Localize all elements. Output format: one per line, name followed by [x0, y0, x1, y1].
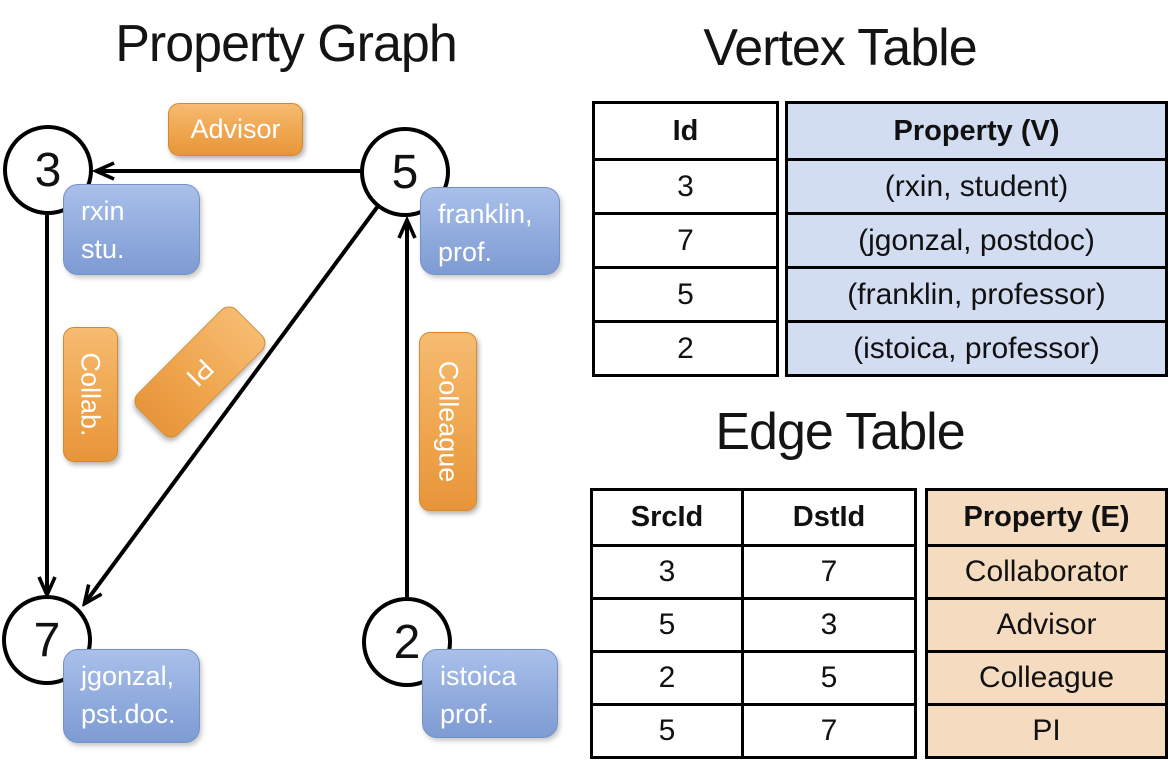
table-cell: 7 — [741, 703, 914, 756]
table-cell: 5 — [741, 650, 914, 703]
edge-table-property-column: Property (E) Collaborator Advisor Collea… — [925, 488, 1168, 759]
vertex-prop-2-line2: prof. — [440, 699, 495, 729]
edge-label-advisor-text: Advisor — [190, 114, 281, 144]
vertex-prop-box-7: jgonzal, pst.doc. — [63, 649, 200, 743]
node-5-label: 5 — [391, 145, 419, 199]
edge-label-pi-text: PI — [180, 352, 220, 392]
graph-node-5: 5 — [360, 127, 450, 217]
vertex-prop-3-line1: rxin — [81, 196, 125, 226]
vertex-prop-box-2: istoica prof. — [422, 649, 558, 738]
vertex-prop-5-line1: franklin, — [438, 199, 533, 229]
graph-edges-layer — [0, 0, 585, 760]
graph-node-2: 2 — [362, 597, 452, 687]
vertex-prop-7-line1: jgonzal, — [81, 661, 175, 691]
vertex-table-property-header: Property (V) — [788, 104, 1165, 158]
table-cell: 5 — [593, 597, 741, 650]
table-cell: 7 — [595, 212, 776, 266]
table-cell: (rxin, student) — [788, 158, 1165, 212]
table-cell: 2 — [595, 320, 776, 374]
table-cell: 5 — [593, 703, 741, 756]
vertex-table-id-header: Id — [672, 114, 699, 147]
table-cell: Colleague — [928, 650, 1165, 703]
vertex-prop-7-line2: pst.doc. — [81, 699, 176, 729]
table-cell: (franklin, professor) — [788, 266, 1165, 320]
edge-table-dstid-header: DstId — [741, 491, 914, 544]
edge-label-colleague-text: Colleague — [433, 360, 464, 483]
table-cell: (istoica, professor) — [788, 320, 1165, 374]
edge-table-srcid-header: SrcId — [630, 501, 704, 533]
edge-label-advisor: Advisor — [168, 103, 303, 156]
vertex-prop-box-5: franklin, prof. — [420, 187, 560, 275]
edge-line-pi — [85, 204, 380, 603]
node-7-label: 7 — [33, 613, 61, 667]
edge-label-collab: Collab. — [63, 327, 118, 462]
edge-table-id-columns: SrcId DstId 3 7 5 3 2 5 5 7 — [590, 488, 917, 759]
node-2-label: 2 — [393, 615, 421, 669]
table-cell: (jgonzal, postdoc) — [788, 212, 1165, 266]
table-cell: 7 — [741, 544, 914, 597]
vertex-table-id-column: Id 3 7 5 2 — [592, 101, 779, 377]
table-cell: 3 — [741, 597, 914, 650]
edge-table-title: Edge Table — [715, 403, 965, 461]
edge-label-colleague: Colleague — [419, 332, 477, 511]
node-3-label: 3 — [34, 143, 62, 197]
vertex-prop-2-line1: istoica — [440, 661, 517, 691]
vertex-prop-3-line2: stu. — [81, 234, 125, 264]
table-cell: 3 — [593, 544, 741, 597]
table-cell: Collaborator — [928, 544, 1165, 597]
table-cell: Advisor — [928, 597, 1165, 650]
vertex-table-title: Vertex Table — [703, 19, 977, 77]
table-cell: 3 — [595, 158, 776, 212]
table-cell: 2 — [593, 650, 741, 703]
vertex-prop-5-line2: prof. — [438, 237, 493, 267]
edge-table-property-header: Property (E) — [928, 491, 1165, 544]
vertex-prop-box-3: rxin stu. — [63, 184, 200, 275]
table-cell: PI — [928, 703, 1165, 756]
table-cell: 5 — [595, 266, 776, 320]
vertex-table-property-column: Property (V) (rxin, student) (jgonzal, p… — [785, 101, 1168, 377]
edge-label-collab-text: Collab. — [76, 352, 107, 437]
graph-title: Property Graph — [115, 15, 458, 73]
